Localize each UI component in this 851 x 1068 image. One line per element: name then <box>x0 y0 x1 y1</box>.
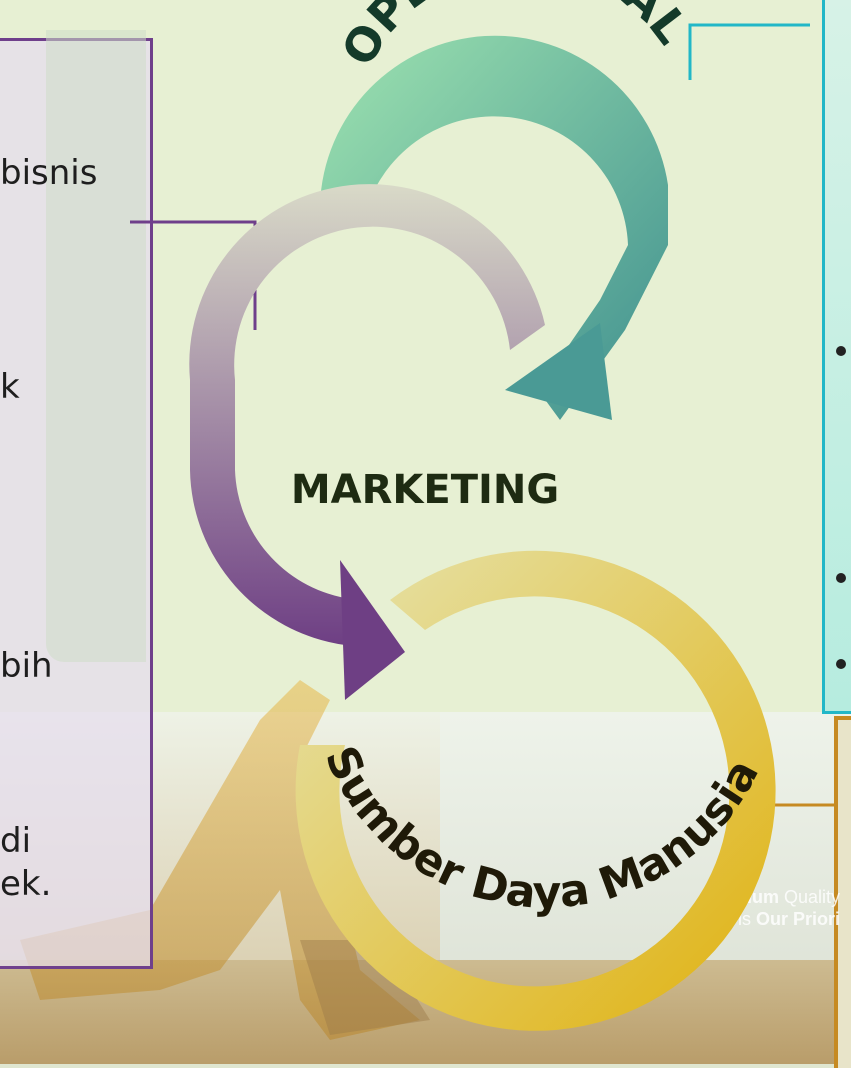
tagline-bold-2: Our Priori <box>755 909 840 929</box>
left-text-line-2: k <box>0 367 20 407</box>
tagline: ium Quality is Our Priori <box>640 886 840 930</box>
right-lower-panel <box>834 716 851 1068</box>
left-text-line-5: ek. <box>0 864 52 904</box>
left-text-line-1: bisnis <box>0 153 98 193</box>
left-text-line-4: di <box>0 821 32 861</box>
tagline-bold-1: ium <box>746 887 779 907</box>
bullet-3 <box>836 659 846 669</box>
bullet-1 <box>836 346 846 356</box>
operational-arrowhead <box>505 323 612 420</box>
sdm-label: Sumber Daya Manusia <box>315 739 769 919</box>
bullet-2 <box>836 573 846 583</box>
marketing-arrowhead <box>340 560 405 700</box>
operational-arrow <box>320 35 668 421</box>
left-panel-overlay <box>46 30 146 662</box>
tagline-text-1: Quality <box>778 887 840 907</box>
connector-operational <box>688 23 810 80</box>
marketing-label: MARKETING <box>291 467 559 513</box>
connector-marketing <box>130 220 257 330</box>
background-sky <box>440 712 851 972</box>
right-text-panel <box>822 0 851 714</box>
left-text-line-3: bih <box>0 646 53 686</box>
